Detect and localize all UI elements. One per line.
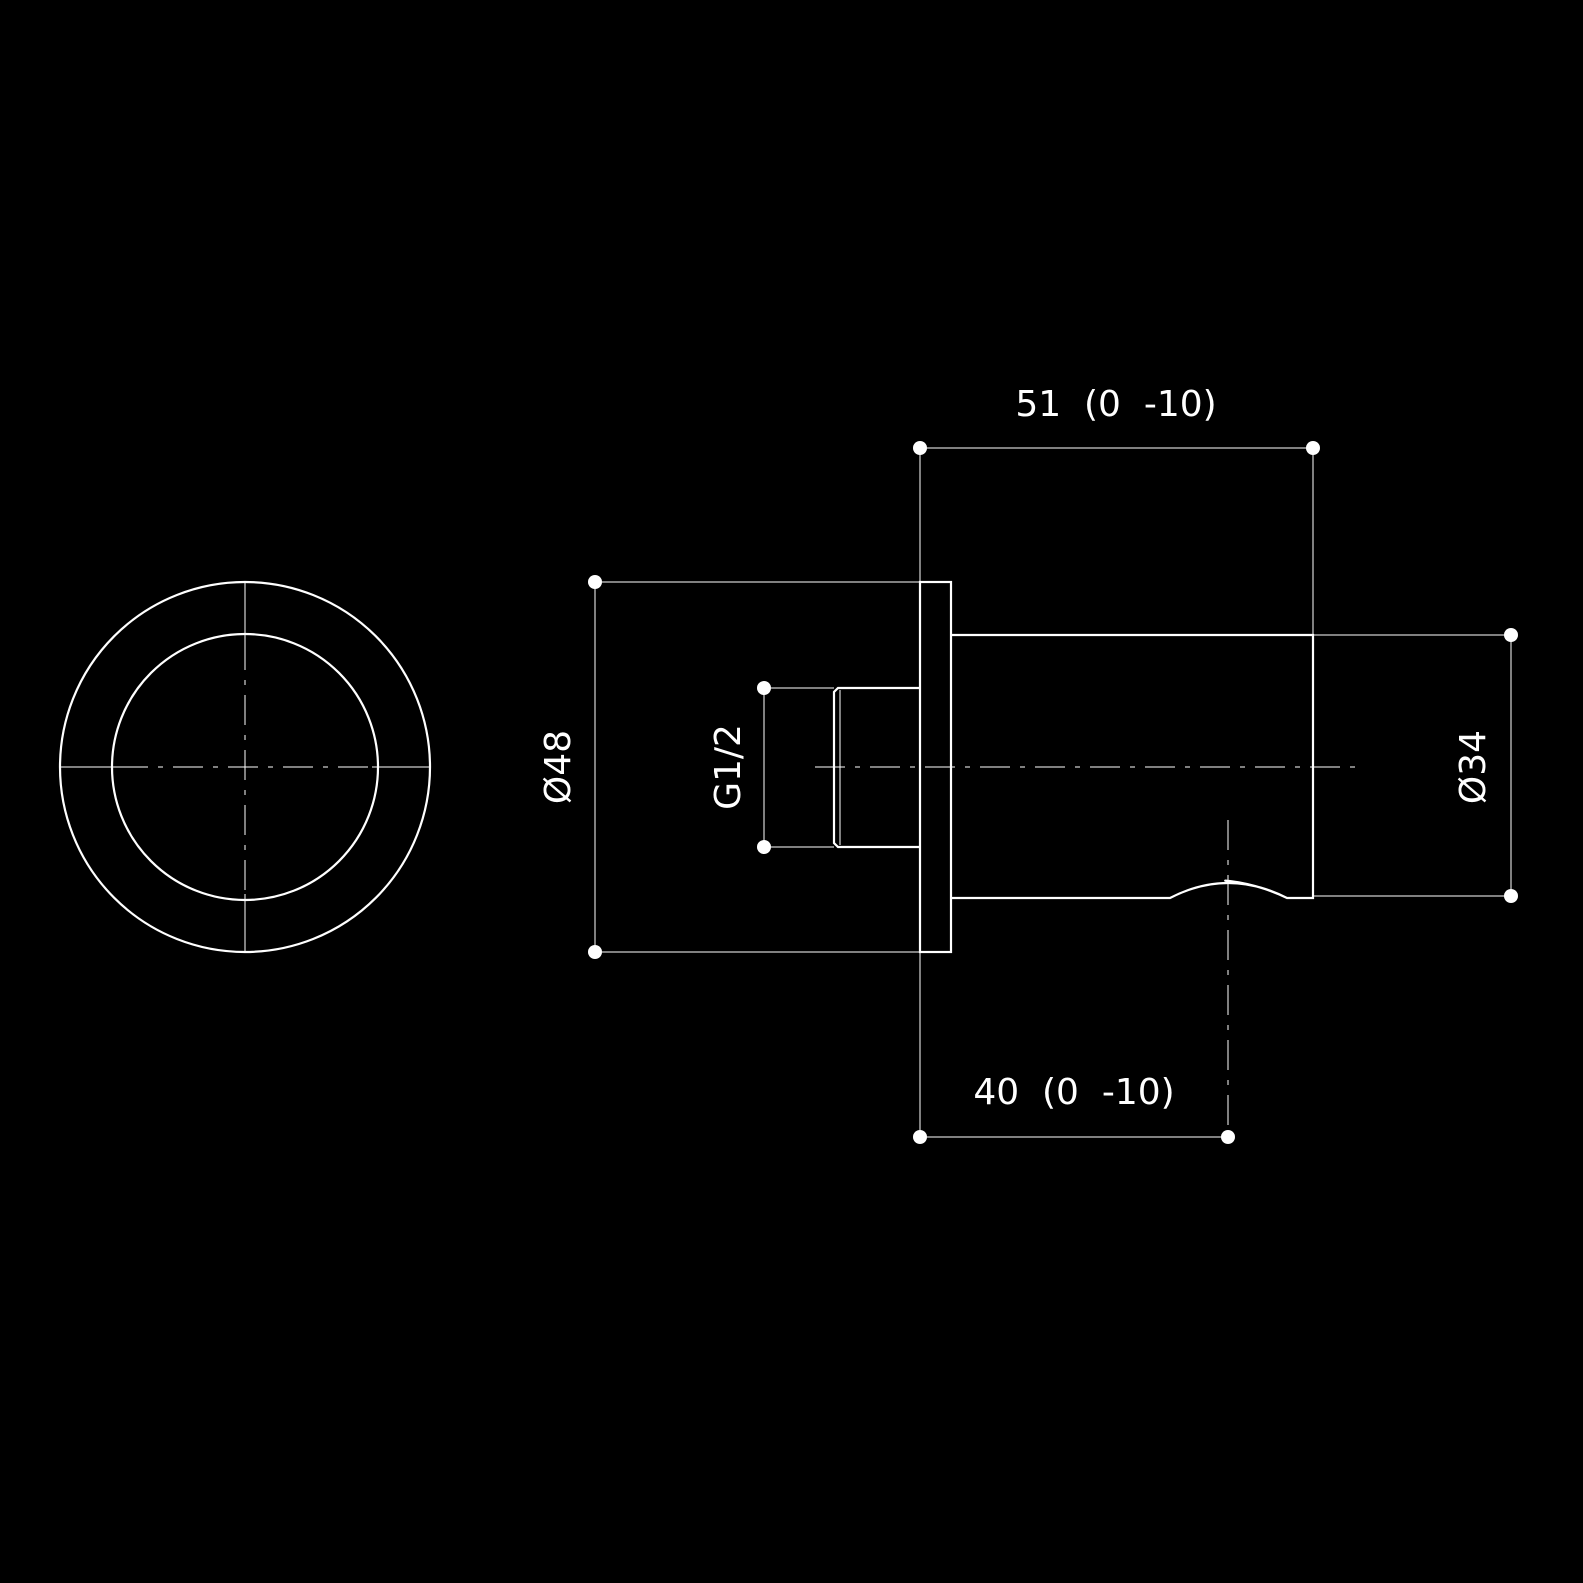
dimension-thread: G1/2 bbox=[708, 681, 834, 854]
dimension-endpoint bbox=[588, 945, 602, 959]
dimension-endpoint bbox=[1504, 889, 1518, 903]
cylindrical-body bbox=[951, 633, 1315, 900]
dimension-endpoint bbox=[757, 840, 771, 854]
dimension-endpoint bbox=[757, 681, 771, 695]
dimension-body-diameter: Ø34 bbox=[1313, 628, 1518, 903]
dimension-overall-length: 51 (0 -10) bbox=[913, 384, 1320, 635]
dimension-endpoint bbox=[1306, 441, 1320, 455]
dimension-flange-diameter: Ø48 bbox=[538, 575, 920, 959]
dimension-endpoint bbox=[1504, 628, 1518, 642]
dimension-endpoint bbox=[588, 575, 602, 589]
flange-diameter-label: Ø48 bbox=[538, 730, 579, 804]
side-view bbox=[815, 580, 1360, 954]
body-diameter-label: Ø34 bbox=[1453, 730, 1494, 804]
dimension-handle-position: 40 (0 -10) bbox=[913, 820, 1235, 1144]
handle-position-label: 40 (0 -10) bbox=[973, 1072, 1174, 1113]
thread-nipple-outline bbox=[832, 686, 920, 849]
dimension-endpoint bbox=[1221, 1130, 1235, 1144]
wall-flange bbox=[918, 580, 953, 954]
front-view bbox=[58, 580, 432, 954]
dimension-endpoint bbox=[913, 1130, 927, 1144]
overall-length-label: 51 (0 -10) bbox=[1015, 384, 1216, 425]
dimension-endpoint bbox=[913, 441, 927, 455]
thread-label: G1/2 bbox=[708, 724, 749, 810]
